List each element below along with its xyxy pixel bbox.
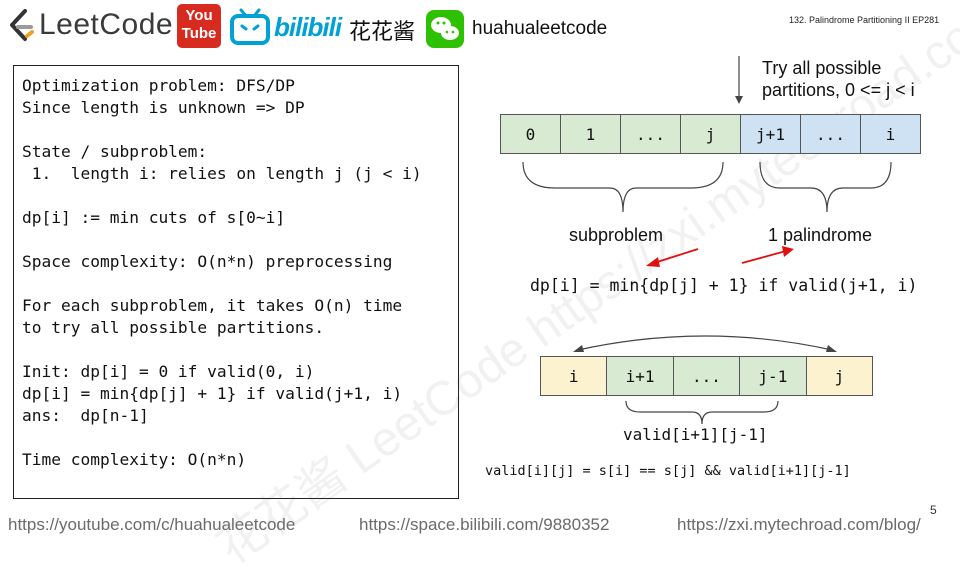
youtube-logo-top: You [185,7,213,24]
top-array-cell: i [860,114,921,154]
subproblem-brace [522,161,724,213]
explanation-line: 1. length i: relies on length j (j < i) [22,164,422,183]
top-array-cell: 0 [500,114,561,154]
explanation-panel: Optimization problem: DFS/DP Since length… [13,65,459,499]
partition-note-line2: partitions, 0 <= j < i [762,80,915,100]
explanation-line: Space complexity: O(n*n) preprocessing [22,252,393,271]
top-array-cell: j+1 [740,114,801,154]
leetcode-logo: LeetCode [5,6,173,46]
explanation-line: State / subproblem: [22,142,208,161]
explanation-line: Since length is unknown => DP [22,98,305,117]
explanation-line [22,427,422,449]
explanation-line: For each subproblem, it takes O(n) time [22,296,403,315]
dp-formula: dp[i] = min{dp[j] + 1} if valid(j+1, i) [530,276,918,295]
explanation-line: dp[i] := min cuts of s[0~i] [22,208,286,227]
subproblem-label: subproblem [569,225,664,245]
partition-note-line1: Try all possible [762,58,882,78]
page-number: 5 [930,503,937,517]
bottom-array-cell: i [540,356,608,396]
explanation-line: to try all possible partitions. [22,318,325,337]
bottom-array-cell: j [805,356,873,396]
huahua-chinese-name: 花花酱 [349,20,416,45]
inner-brace [625,400,779,425]
explanation-line [22,185,422,207]
explanation-line: ans: dp[n-1] [22,406,149,425]
footer-bilibili-url[interactable]: https://space.bilibili.com/9880352 [359,515,610,534]
episode-title: 132. Palindrome Partitioning II EP281 [789,15,940,25]
leetcode-logo-icon [10,9,34,41]
explanation-line [22,339,422,361]
explanation-lines: Optimization problem: DFS/DP Since length… [22,75,422,471]
wechat-account-name: huahualeetcode [472,18,608,39]
top-array-cell: 1 [560,114,621,154]
inner-valid-label: valid[i+1][j-1] [623,425,768,444]
bilibili-tv-icon [230,8,270,45]
red-arrows [646,246,794,267]
top-array-cell: j [680,114,741,154]
valid-formula: valid[i][j] = s[i] == s[j] && valid[i+1]… [485,463,851,479]
palindrome-brace [759,161,892,213]
bottom-array-cell: i+1 [606,356,674,396]
bottom-array-cell: ... [672,356,741,396]
explanation-line [22,119,422,141]
bottom-array-cell: j-1 [739,356,807,396]
top-braces [522,161,892,213]
footer-blog-url[interactable]: https://zxi.mytechroad.com/blog/ [677,515,921,534]
youtube-logo-icon: You Tube [177,4,221,48]
left-red-arrow [653,248,699,264]
leetcode-wordmark: LeetCode [39,8,174,41]
explanation-line: Time complexity: O(n*n) [22,450,247,469]
bilibili-wordmark: bilibili [274,12,342,42]
explanation-line: dp[i] = min{dp[j] + 1} if valid(j+1, i) [22,384,403,403]
explanation-line [22,273,422,295]
footer-youtube-url[interactable]: https://youtube.com/c/huahualeetcode [8,515,296,534]
youtube-logo-bottom: Tube [181,25,217,42]
explanation-line: Init: dp[i] = 0 if valid(0, i) [22,362,315,381]
down-arrow-icon [735,56,743,104]
curved-double-arrow-icon [573,335,837,352]
top-array-cell: ... [620,114,681,154]
wechat-icon [426,10,464,48]
explanation-line [22,229,422,251]
right-red-arrow [741,250,787,264]
explanation-line: Optimization problem: DFS/DP [22,76,295,95]
palindrome-label: 1 palindrome [768,225,873,245]
top-array-cell: ... [800,114,861,154]
